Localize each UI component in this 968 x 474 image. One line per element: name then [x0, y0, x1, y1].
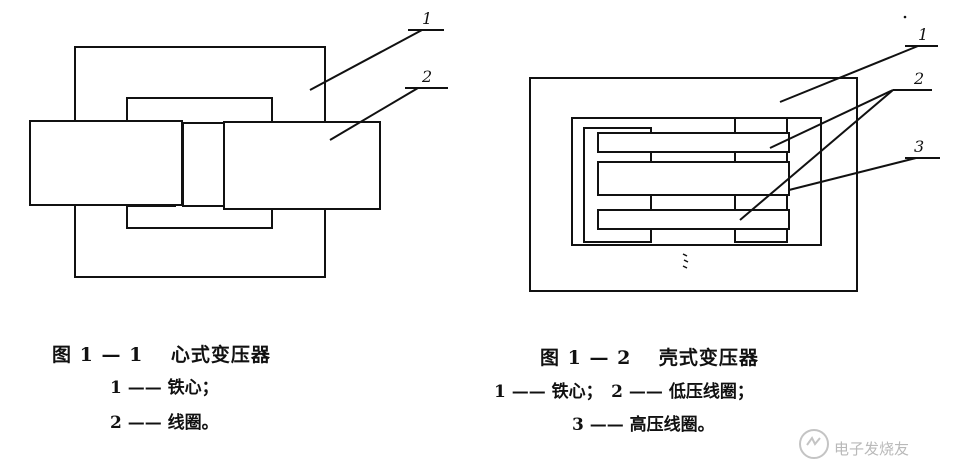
right-coil	[223, 121, 381, 210]
figure-2-shell-type	[529, 45, 940, 292]
high-voltage-coil-middle	[597, 161, 790, 196]
watermark-text: 电子发烧友	[834, 440, 910, 458]
shell-callout-2-label: 2	[913, 69, 924, 88]
leader-shell-1	[779, 45, 919, 103]
shell-outer-frame	[529, 77, 858, 292]
leader-2	[329, 87, 419, 141]
watermark-logo-icon	[799, 429, 829, 459]
figure-1-caption: 图 1 — 1 心式变压器	[52, 344, 271, 366]
low-voltage-coil-top	[597, 132, 790, 153]
figure-2-legend-line-1: 1 —— 铁心； 2 —— 低压线圈；	[494, 382, 754, 402]
leader-shell-3	[788, 157, 917, 191]
figure-2-legend-line-2: 3 —— 高压线圈。	[572, 415, 715, 435]
figure-1-legend-item-1: 1 —— 铁心；	[110, 378, 219, 398]
scan-mark	[682, 253, 689, 269]
shell-callout-1-label: 1	[918, 25, 928, 44]
leader-shell-2a	[769, 89, 894, 149]
low-voltage-coil-bottom	[597, 209, 790, 230]
left-coil	[29, 120, 183, 206]
callout-2-label: 2	[421, 67, 432, 86]
figure-1-core-type	[29, 29, 448, 278]
leader-shell-2b	[739, 89, 894, 221]
shell-callout-3-label: 3	[914, 137, 924, 156]
leader-1	[309, 29, 423, 91]
speck	[903, 15, 907, 19]
figure-2-caption: 图 1 — 2 壳式变压器	[540, 347, 759, 369]
figure-1-legend-item-2: 2 —— 线圈。	[110, 413, 219, 433]
callout-1-label: 1	[422, 9, 432, 28]
